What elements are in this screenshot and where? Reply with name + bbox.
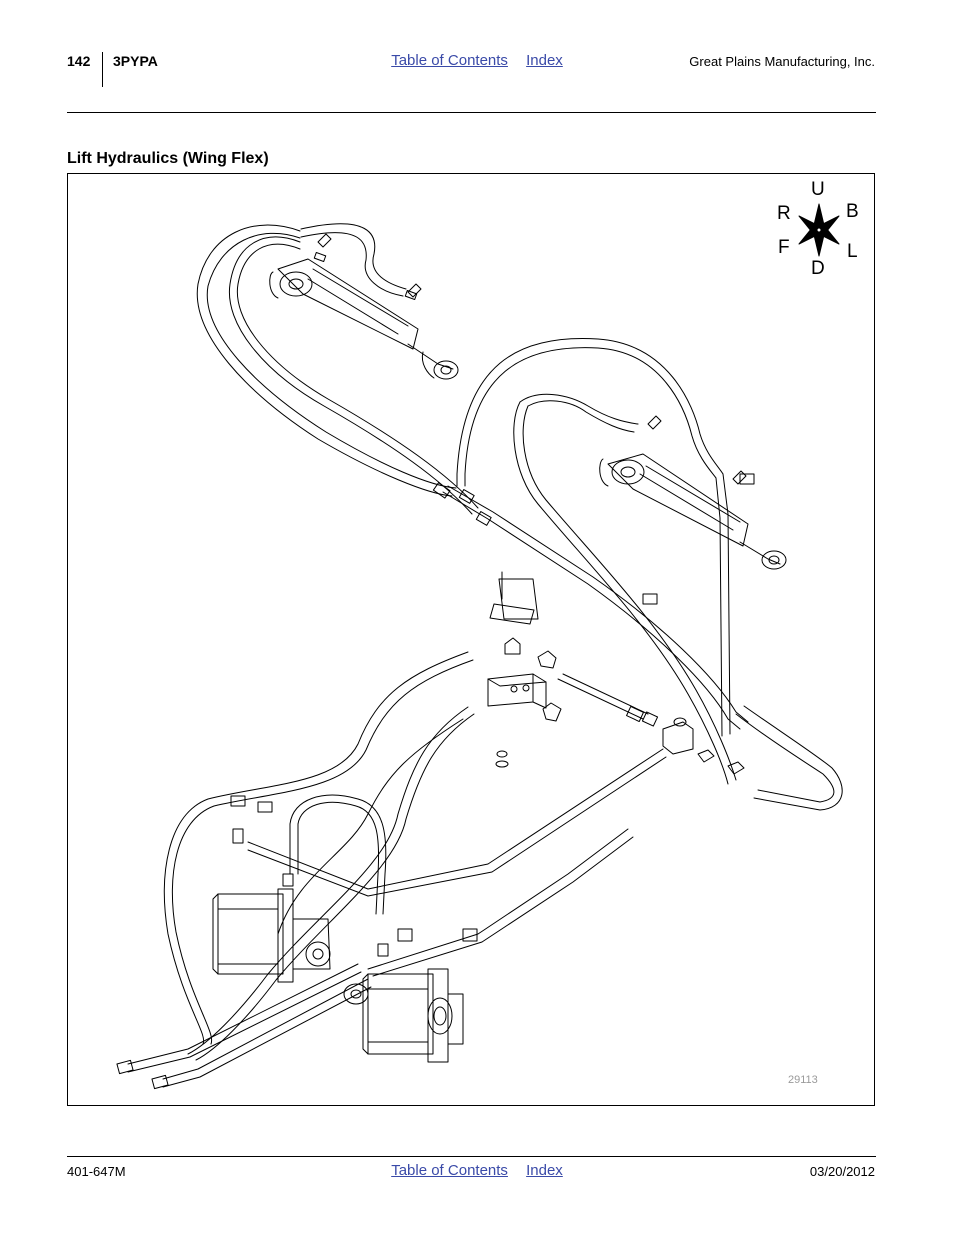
compass-label-up: U — [811, 179, 825, 200]
figure-number: 29113 — [788, 1074, 818, 1086]
valve-block — [487, 571, 562, 768]
header-toc-link[interactable]: Table of Contents — [391, 52, 508, 69]
hose-lower-left — [163, 651, 475, 1061]
footer-rule — [67, 1156, 876, 1157]
right-cylinder — [599, 415, 787, 570]
footer-nav: Table of Contents Index — [0, 1162, 954, 1179]
compass-label-left: L — [847, 241, 858, 262]
upper-cylinder — [269, 233, 459, 380]
section-title: Lift Hydraulics (Wing Flex) — [67, 150, 269, 167]
lower-left-cylinder — [212, 888, 331, 983]
hose-lower-diagonals — [127, 748, 667, 1088]
footer-index-link[interactable]: Index — [526, 1162, 563, 1179]
lower-center-cylinder — [343, 968, 464, 1063]
header-rule — [67, 112, 876, 113]
right-tee-fitting — [557, 673, 745, 775]
header-separator — [102, 52, 103, 87]
hose-upper-left-loop — [196, 223, 479, 515]
header-index-link[interactable]: Index — [526, 52, 563, 69]
hydraulics-drawing — [116, 203, 843, 1090]
compass-label-down: D — [811, 258, 825, 279]
revision-date: 03/20/2012 — [809, 1164, 875, 1179]
header-nav: Table of Contents Index — [0, 52, 954, 69]
compass-label-right: R — [777, 203, 791, 224]
hydraulic-fittings — [116, 473, 755, 1090]
hose-diagonals — [442, 473, 843, 811]
company-name: Great Plains Manufacturing, Inc. — [689, 54, 875, 69]
compass-label-front: F — [778, 237, 790, 258]
hydraulics-diagram: U R B F L D 29113 — [67, 173, 875, 1106]
page-number: 142 — [67, 53, 91, 69]
document-number: 401-647M — [67, 1164, 126, 1179]
model-name: 3PYPA — [113, 53, 158, 69]
footer-toc-link[interactable]: Table of Contents — [391, 1162, 508, 1179]
compass-rose-icon — [798, 203, 840, 257]
compass-label-back: B — [846, 201, 859, 222]
hose-middle-loop — [456, 337, 737, 785]
